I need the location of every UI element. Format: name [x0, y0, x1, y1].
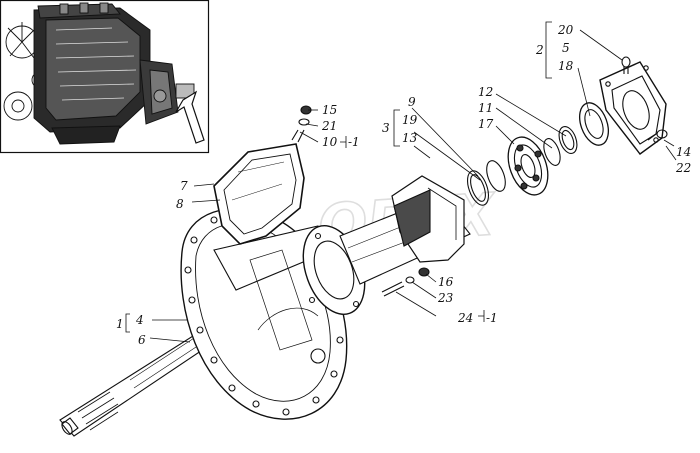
- callout-15: 15: [322, 103, 337, 117]
- callout-13: 13: [402, 131, 418, 145]
- callout-10-suffix: -1: [348, 135, 360, 149]
- cover-part-7-8: [213, 143, 305, 245]
- callout-23: 23: [437, 291, 454, 305]
- bearing-housing-part-13: [302, 175, 471, 315]
- callout-1: 1: [116, 317, 124, 331]
- callout-9: 9: [408, 95, 416, 109]
- callout-labels: 20 2 5 18 9 3 19 13 12 11 17 15 21 10 -1…: [116, 23, 691, 347]
- engine-inset: [0, 0, 210, 154]
- callout-19: 19: [402, 113, 418, 127]
- callout-10: 10: [322, 135, 338, 149]
- end-cover-part-5: [599, 61, 667, 155]
- callout-22: 22: [675, 161, 691, 175]
- leaders: [125, 21, 677, 343]
- callout-6: 6: [138, 333, 146, 347]
- callout-7: 7: [180, 179, 188, 193]
- engine-illustration: [3, 2, 195, 145]
- callout-21: 21: [321, 119, 337, 133]
- callout-24: 24: [457, 311, 473, 325]
- callout-17: 17: [478, 117, 494, 131]
- parts: [59, 56, 668, 437]
- callout-4: 4: [135, 313, 144, 327]
- callout-14: 14: [676, 145, 691, 159]
- callout-11: 11: [478, 101, 493, 115]
- callout-5: 5: [562, 41, 570, 55]
- rings-part-11-12: [543, 126, 578, 166]
- callout-8: 8: [176, 197, 184, 211]
- callout-20: 20: [557, 23, 574, 37]
- callout-12: 12: [478, 85, 493, 99]
- callout-18: 18: [558, 59, 574, 73]
- callout-3: 3: [382, 121, 390, 135]
- pointer-arrow-icon: [175, 90, 205, 144]
- ball-bearing-part-17: [507, 136, 549, 196]
- callout-2: 2: [535, 43, 544, 57]
- callout-16: 16: [438, 275, 454, 289]
- callout-24-suffix: -1: [486, 311, 498, 325]
